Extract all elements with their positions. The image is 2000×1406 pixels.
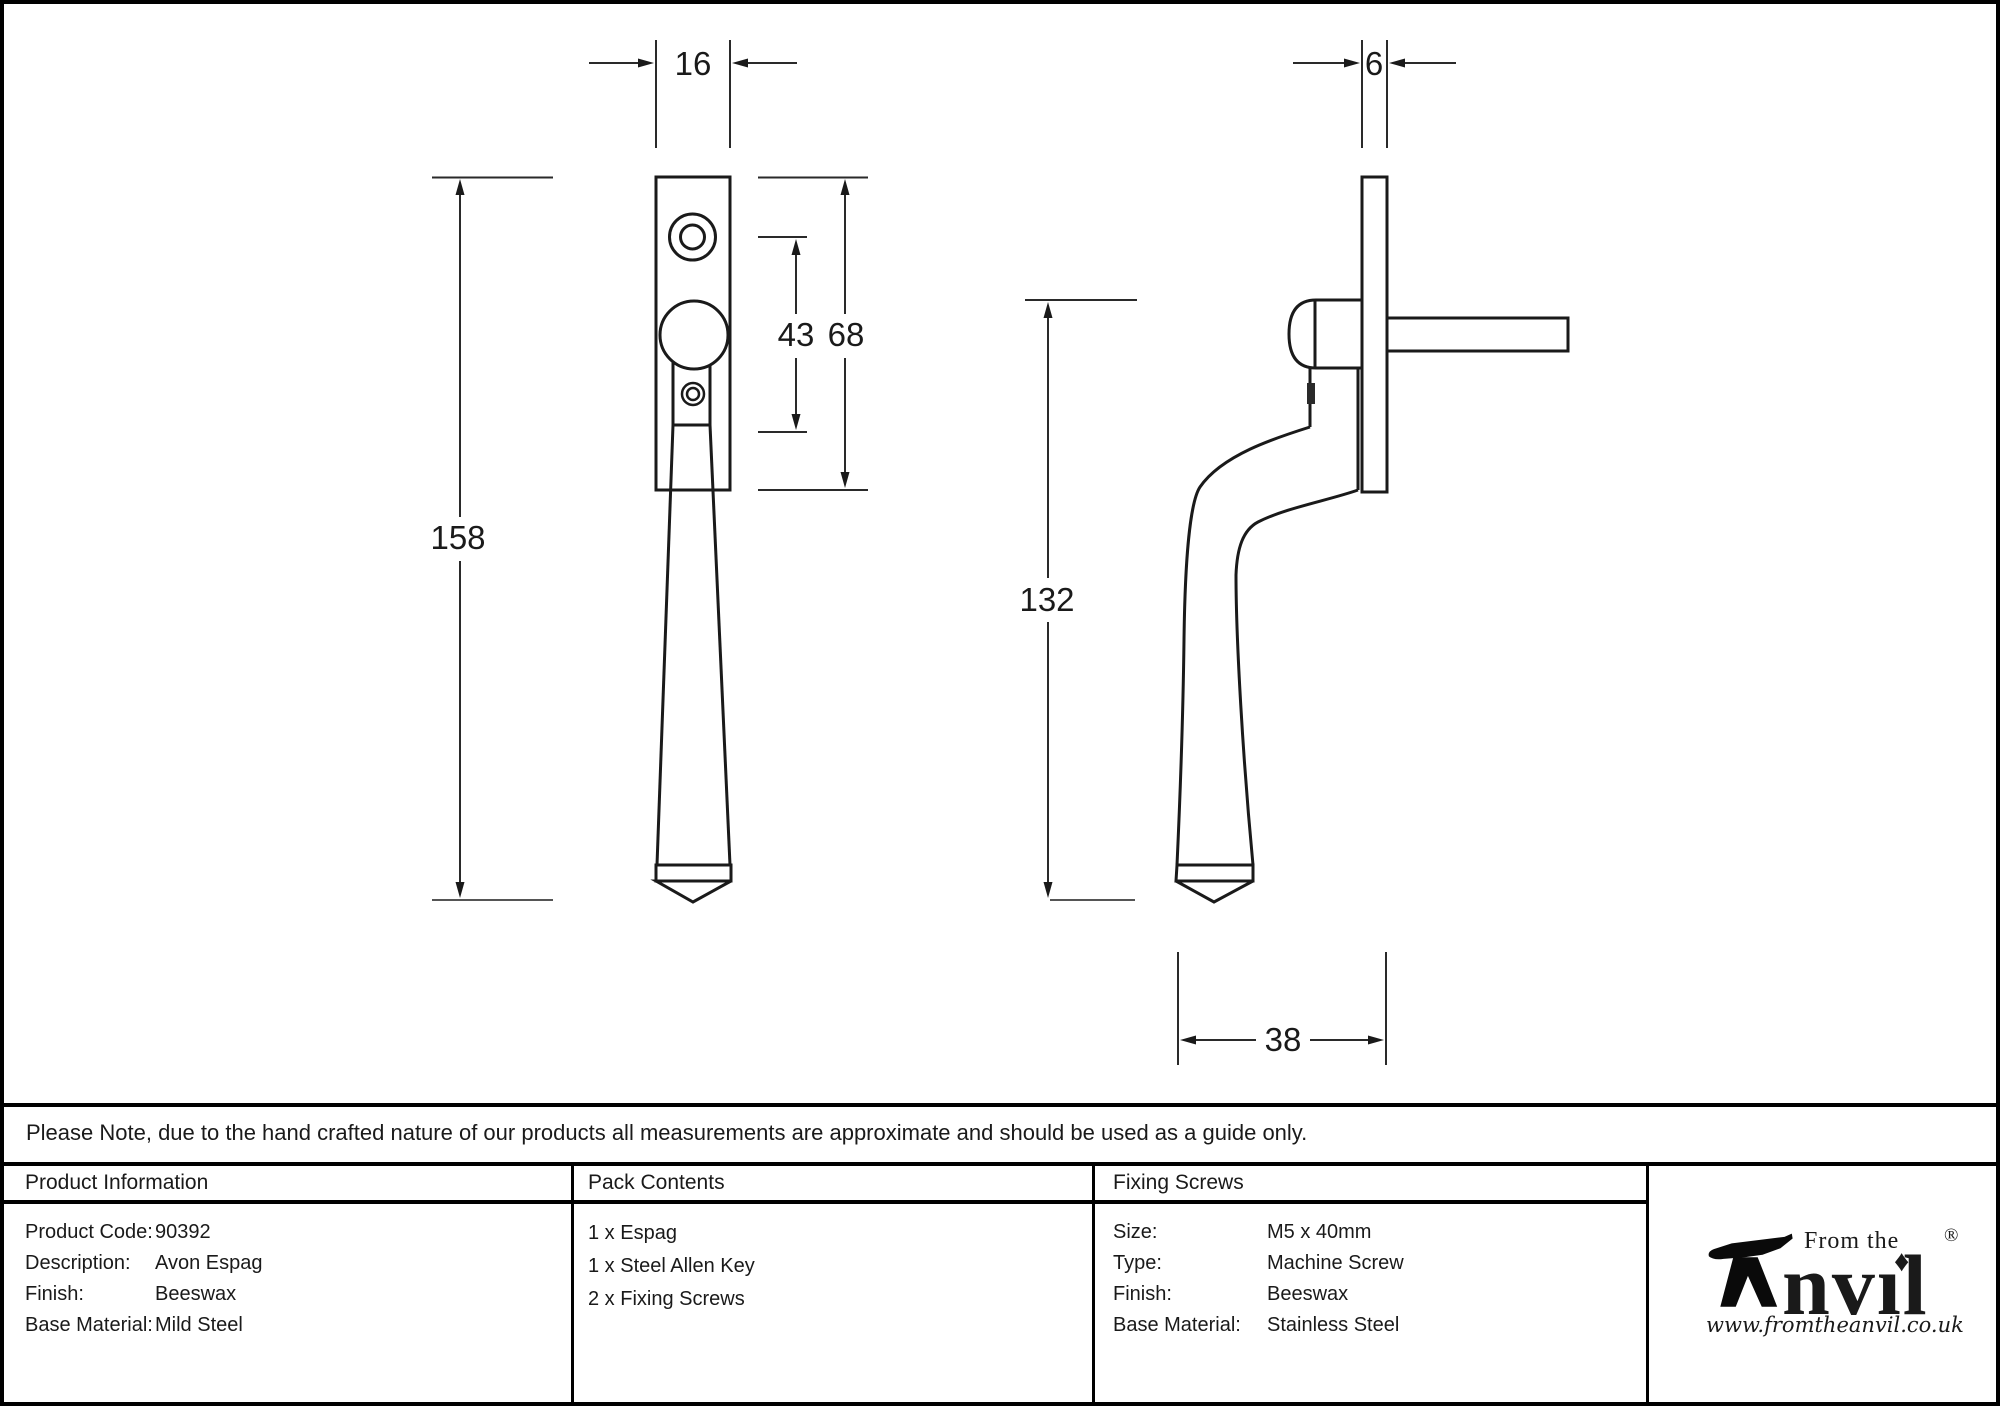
table-top-border — [4, 1103, 1996, 1107]
side-knob — [1287, 298, 1364, 370]
pack-item: 1 x Espag — [588, 1222, 677, 1244]
dim-plate-width: 16 — [675, 45, 712, 82]
table-row: Finish: Beeswax — [1113, 1279, 1404, 1310]
dim-plate-thickness: 6 — [1365, 45, 1383, 82]
logo-tagline: From the — [1804, 1228, 1900, 1254]
registered-trademark-icon: ® — [1944, 1225, 1959, 1246]
anvil-icon — [1708, 1233, 1793, 1307]
table-row: Finish: Beeswax — [25, 1279, 263, 1310]
header-product-information: Product Information — [25, 1171, 209, 1194]
list-item: 2 x Fixing Screws — [588, 1283, 755, 1316]
row-value: Beeswax — [155, 1283, 237, 1305]
table-row: Product Code: 90392 — [25, 1217, 263, 1248]
drawing-canvas: 16 158 43 68 6 132 38 — [430, 40, 1570, 1065]
brand-prefix: nv — [1782, 1237, 1877, 1333]
table-row: Description: Avon Espag — [25, 1248, 263, 1279]
front-top-screw-inner — [679, 223, 706, 251]
brand-i-diamond-dot: ♦ — [1894, 1245, 1910, 1278]
side-backplate — [1360, 175, 1389, 494]
column-divider-2 — [1092, 1162, 1095, 1402]
note-bottom-border — [4, 1162, 1996, 1166]
row-value: Mild Steel — [155, 1314, 243, 1336]
row-label: Base Material: — [25, 1314, 153, 1336]
side-spindle — [1385, 316, 1570, 353]
logo-brand-text: nvıl — [1782, 1242, 1929, 1328]
dimension-lines — [432, 40, 1456, 1065]
row-label: Size: — [1113, 1221, 1158, 1243]
row-value: Avon Espag — [155, 1252, 263, 1274]
dim-handle-depth: 38 — [1265, 1021, 1302, 1058]
table-row: Type: Machine Screw — [1113, 1248, 1404, 1279]
row-value: 90392 — [155, 1221, 211, 1243]
table-row: Base Material: Mild Steel — [25, 1310, 263, 1341]
measurement-note: Please Note, due to the hand crafted nat… — [26, 1120, 1308, 1145]
dim-handle-height: 132 — [1019, 581, 1074, 618]
row-label: Type: — [1113, 1252, 1162, 1274]
pack-item: 2 x Fixing Screws — [588, 1288, 745, 1310]
dim-hole-spacing: 43 — [778, 316, 815, 353]
column-divider-1 — [571, 1162, 574, 1402]
row-label: Finish: — [1113, 1283, 1172, 1305]
row-label: Finish: — [25, 1283, 84, 1305]
from-the-anvil-logo: From the nvıl ♦ ® www.fromtheanvil.co.uk — [1698, 1225, 1968, 1345]
row-label: Description: — [25, 1252, 131, 1274]
front-grub-screw-inner — [685, 386, 701, 402]
front-grub-screw-outer — [680, 381, 706, 407]
front-top-screw-outer — [668, 212, 717, 262]
front-knob — [658, 299, 730, 371]
side-view-drawing — [1174, 175, 1570, 904]
pack-contents-rows: 1 x Espag 1 x Steel Allen Key 2 x Fixing… — [588, 1217, 755, 1316]
row-value: Machine Screw — [1267, 1252, 1404, 1274]
logo-website: www.fromtheanvil.co.uk — [1706, 1313, 1964, 1337]
side-grub-screw — [1307, 383, 1315, 404]
header-bottom-border — [4, 1200, 1646, 1204]
dim-overall-height: 158 — [430, 519, 485, 556]
brand-suffix: l — [1902, 1237, 1929, 1333]
fixing-screws-rows: Size: M5 x 40mm Type: Machine Screw Fini… — [1113, 1217, 1404, 1341]
dimension-labels: 16 158 43 68 6 132 38 — [430, 45, 1383, 1058]
header-fixing-screws: Fixing Screws — [1113, 1171, 1244, 1194]
row-value: Beeswax — [1267, 1283, 1349, 1305]
brand-i: ı — [1876, 1237, 1903, 1333]
row-value: Stainless Steel — [1267, 1314, 1400, 1336]
front-view-drawing — [650, 175, 733, 904]
column-divider-3 — [1646, 1162, 1649, 1402]
header-pack-contents: Pack Contents — [588, 1171, 725, 1194]
table-row: Size: M5 x 40mm — [1113, 1217, 1404, 1248]
dimension-arrowheads — [455, 58, 1405, 1045]
list-item: 1 x Espag — [588, 1217, 755, 1250]
list-item: 1 x Steel Allen Key — [588, 1250, 755, 1283]
front-handle-tip — [650, 879, 732, 904]
row-value: M5 x 40mm — [1267, 1221, 1372, 1243]
dim-plate-height: 68 — [828, 316, 865, 353]
side-handle-tip — [1175, 879, 1254, 904]
table-row: Base Material: Stainless Steel — [1113, 1310, 1404, 1341]
pack-item: 1 x Steel Allen Key — [588, 1255, 755, 1277]
row-label: Base Material: — [1113, 1314, 1241, 1336]
front-handle-band — [654, 863, 733, 883]
side-handle-band — [1174, 863, 1255, 883]
product-information-rows: Product Code: 90392 Description: Avon Es… — [25, 1217, 263, 1341]
row-label: Product Code: — [25, 1221, 153, 1243]
